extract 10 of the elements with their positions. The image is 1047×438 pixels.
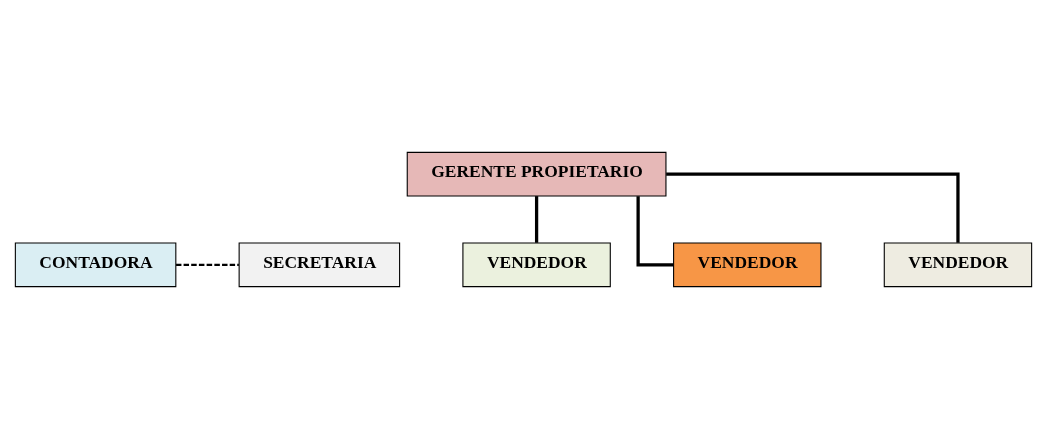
connector [636, 195, 674, 266]
connector [176, 263, 239, 266]
node-box: VENDEDOR [883, 241, 1033, 287]
node-box: GERENTE PROPIETARIO [406, 151, 667, 197]
node-box: VENDEDOR [462, 241, 611, 287]
node-box: CONTADORA [14, 241, 177, 287]
node-box: VENDEDOR [673, 241, 822, 287]
node-box: SECRETARIA [238, 241, 401, 287]
connector [534, 195, 539, 243]
connector [666, 172, 960, 243]
